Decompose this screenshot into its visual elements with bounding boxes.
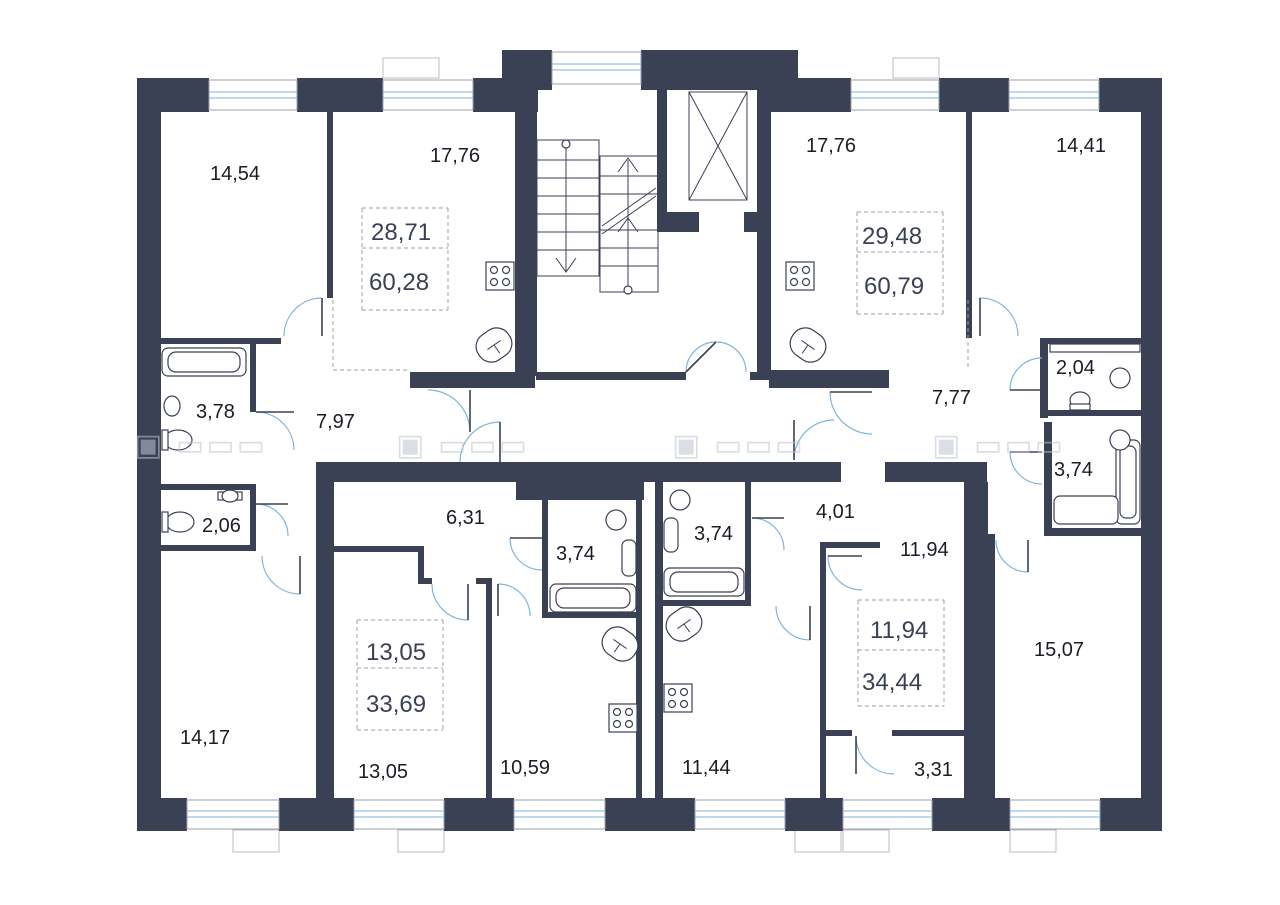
room-area-label: 3,78 bbox=[196, 401, 235, 423]
room-area-label: 2,04 bbox=[1056, 357, 1095, 379]
apartment-living-area: 28,71 bbox=[371, 219, 431, 246]
room-area-label: 3,74 bbox=[556, 543, 595, 565]
room-area-label: 10,59 bbox=[500, 757, 550, 779]
room-area-label: 2,06 bbox=[202, 515, 241, 537]
room-area-label: 14,17 bbox=[180, 727, 230, 749]
watermark-logo: ▣ ▭▭▭ bbox=[932, 428, 1065, 463]
apartment-living-area: 11,94 bbox=[870, 617, 928, 644]
stove-icon bbox=[485, 261, 515, 291]
apartment-total-area: 33,69 bbox=[366, 691, 426, 718]
room-labels: 14,54 17,76 17,76 14,41 3,78 7,97 2,04 7… bbox=[180, 135, 1106, 783]
doors bbox=[255, 297, 1043, 775]
zone-lines bbox=[332, 207, 969, 731]
room-area-label: 7,77 bbox=[932, 387, 971, 409]
room-area-label: 15,07 bbox=[1034, 639, 1084, 661]
stove-icon bbox=[663, 683, 693, 713]
apartment-total-area: 60,28 bbox=[369, 269, 429, 296]
room-area-label: 3,31 bbox=[914, 759, 953, 781]
staircase bbox=[536, 139, 659, 295]
watermark-logo: ▣ ▭▭▭ bbox=[672, 428, 805, 463]
watermark-logo: ▣ ▭▭▭ bbox=[396, 428, 529, 463]
elevator-shaft bbox=[688, 91, 748, 201]
room-area-label: 11,44 bbox=[682, 757, 731, 779]
room-area-label: 14,41 bbox=[1056, 135, 1106, 157]
apartment-labels: 28,71 60,28 29,48 60,79 13,05 33,69 11,9… bbox=[366, 219, 928, 718]
apartment-living-area: 29,48 bbox=[862, 223, 922, 250]
room-area-label: 14,54 bbox=[210, 163, 260, 185]
apartment-total-area: 34,44 bbox=[862, 669, 922, 696]
room-area-label: 4,01 bbox=[816, 501, 855, 523]
watermark-logo: ▣ ▭▭▭ bbox=[134, 428, 267, 463]
sink-icons bbox=[475, 327, 827, 662]
bathroom-fixtures bbox=[161, 343, 1141, 613]
windows bbox=[186, 51, 1101, 830]
apartment-total-area: 60,79 bbox=[864, 273, 924, 300]
room-area-label: 3,74 bbox=[694, 523, 733, 545]
room-area-label: 11,94 bbox=[900, 539, 949, 561]
room-area-label: 17,76 bbox=[430, 145, 480, 167]
room-area-label: 7,97 bbox=[316, 411, 355, 433]
stove-icon bbox=[608, 703, 638, 733]
stove-icon bbox=[785, 261, 815, 291]
room-area-label: 6,31 bbox=[446, 507, 485, 529]
interior-walls bbox=[161, 78, 1141, 798]
room-area-label: 17,76 bbox=[806, 135, 856, 157]
apartment-living-area: 13,05 bbox=[366, 639, 426, 666]
window-sills bbox=[232, 57, 1057, 853]
room-area-label: 13,05 bbox=[358, 761, 408, 783]
room-area-label: 3,74 bbox=[1054, 459, 1093, 481]
outer-walls bbox=[137, 50, 1162, 831]
stove-icons bbox=[485, 261, 815, 733]
